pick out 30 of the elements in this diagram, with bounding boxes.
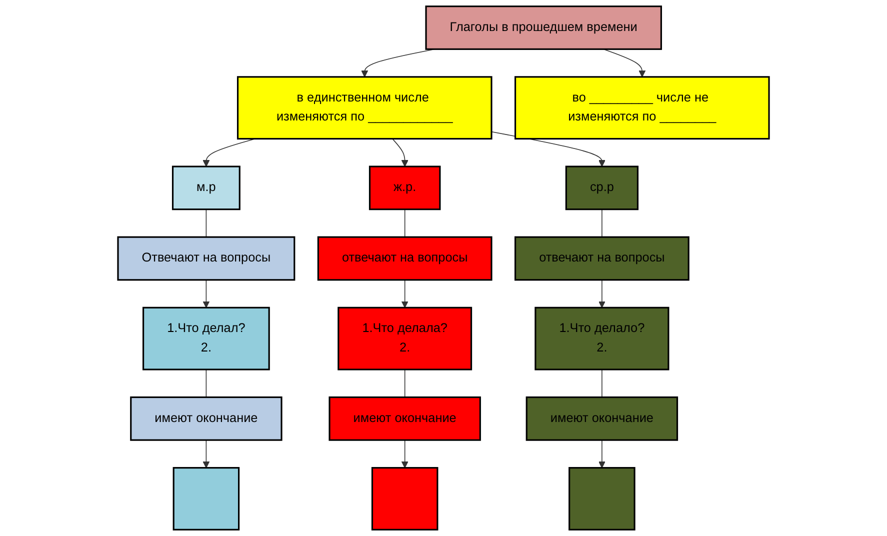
node-box: имеют окончание: [328, 396, 481, 441]
arrow: [392, 138, 408, 167]
arrow: [598, 280, 606, 308]
arrow: [202, 280, 210, 308]
node-box: [371, 467, 438, 530]
node-box: 1.Что делало? 2.: [534, 306, 670, 370]
arrow: [598, 440, 606, 468]
node-box: в единственном числе изменяются по ____________: [236, 76, 492, 140]
node-box: Отвечают на вопросы: [117, 236, 296, 281]
node-box: м.р: [172, 166, 240, 210]
arrow: [202, 440, 210, 468]
node-box: имеют окончание: [130, 396, 282, 441]
node-box: ср.р: [565, 166, 638, 210]
connector: [404, 369, 406, 398]
arrow: [603, 48, 646, 78]
connector: [206, 208, 207, 238]
node-box: отвечают на вопросы: [514, 236, 690, 281]
node-box: ж.р.: [368, 166, 441, 210]
node-box: имеют окончание: [526, 396, 678, 441]
node-box: Глаголы в прошедшем времени: [425, 6, 662, 50]
node-box: 1.Что делала? 2.: [338, 306, 472, 370]
node-box: отвечают на вопросы: [317, 236, 492, 281]
node-box: [172, 467, 240, 530]
connector: [404, 208, 406, 238]
connector: [206, 369, 207, 398]
node-box: 1.Что делал? 2.: [142, 306, 270, 370]
node-box: во _________ числе не изменяются по ________: [514, 76, 770, 140]
node-box: [568, 467, 636, 530]
arrow: [401, 440, 408, 468]
arrow: [401, 280, 408, 308]
